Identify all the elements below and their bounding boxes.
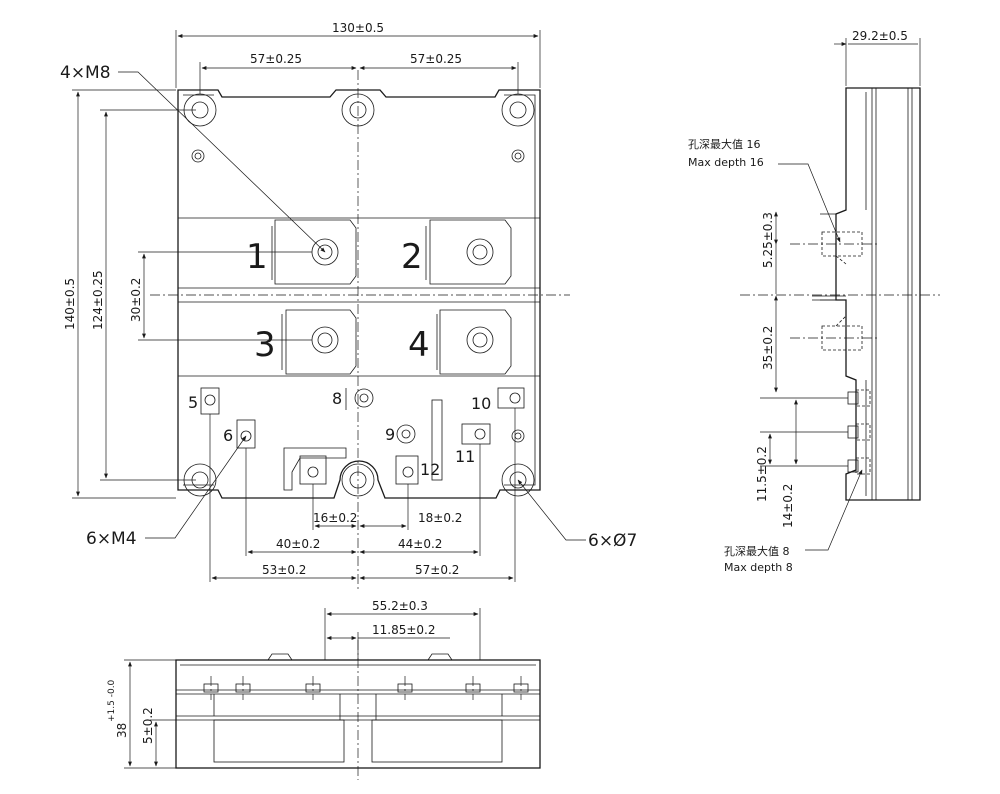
dim-140: 140±0.5 (63, 278, 77, 330)
dim-5: 5±0.2 (141, 707, 155, 744)
dim-38: 38 (115, 723, 129, 738)
callout-6xm4: 6×M4 (86, 529, 137, 549)
pin-11-label: 11 (455, 447, 475, 466)
terminal-4-label: 4 (408, 325, 430, 365)
dim-57-bottom: 57±0.2 (415, 563, 459, 577)
dim-40: 40±0.2 (276, 537, 320, 551)
dim-44: 44±0.2 (398, 537, 442, 551)
terminal-1-label: 1 (246, 237, 268, 277)
dim-30: 30±0.2 (129, 278, 143, 322)
callout-6xo7: 6×Ø7 (588, 531, 637, 551)
dim-5-25: 5.25±0.3 (761, 212, 775, 268)
dim-38-tol: +1.5 -0.0 (107, 679, 117, 722)
dim-11-5: 11.5±0.2 (755, 446, 769, 502)
dim-124: 124±0.25 (91, 270, 105, 330)
dim-130: 130±0.5 (332, 21, 384, 35)
dim-35: 35±0.2 (761, 326, 775, 370)
dim-14: 14±0.2 (781, 484, 795, 528)
callout-4xm8: 4×M8 (60, 63, 111, 83)
side-view: 29.2±0.5 孔深最大值 16 Max depth 16 5.25±0.3 … (688, 29, 940, 574)
pin-6-label: 6 (223, 426, 233, 445)
dim-11-85: 11.85±0.2 (372, 623, 436, 637)
terminal-2-label: 2 (401, 237, 423, 277)
dim-18: 18±0.2 (418, 511, 462, 525)
note-depth16-en: Max depth 16 (688, 156, 764, 169)
dim-16: 16±0.2 (313, 511, 357, 525)
pin-10-label: 10 (471, 394, 491, 413)
pin-9-label: 9 (385, 425, 395, 444)
dim-57-right: 57±0.25 (410, 52, 462, 66)
terminal-3-label: 3 (254, 325, 276, 365)
module-outline (177, 89, 541, 499)
pin-8-label: 8 (332, 389, 342, 408)
note-depth8-cn: 孔深最大值 8 (724, 544, 790, 558)
dim-29-2: 29.2±0.5 (852, 29, 908, 43)
note-depth16-cn: 孔深最大值 16 (688, 137, 761, 151)
pin-5-label: 5 (188, 393, 198, 412)
bottom-view: 55.2±0.3 11.85±0.2 38 +1.5 -0.0 5±0.2 (107, 599, 541, 780)
front-view: 1 2 3 4 5 6 8 9 10 11 12 4×M8 (60, 21, 637, 590)
dim-57-left: 57±0.25 (250, 52, 302, 66)
pin-12-label: 12 (420, 460, 440, 479)
note-depth8-en: Max depth 8 (724, 561, 793, 574)
dim-55-2: 55.2±0.3 (372, 599, 428, 613)
dim-53: 53±0.2 (262, 563, 306, 577)
